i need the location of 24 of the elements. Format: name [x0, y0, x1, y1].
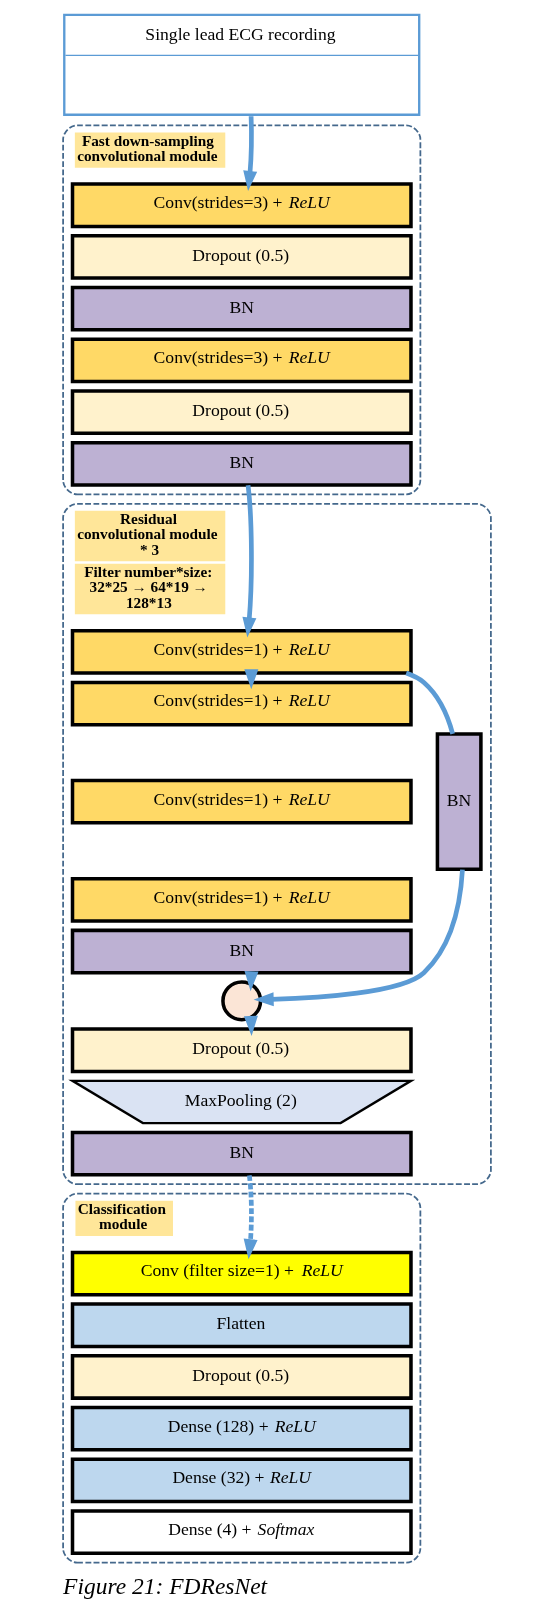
node-box: Dense (128) + ReLU — [70, 1405, 413, 1452]
node-box: BN — [70, 1130, 413, 1177]
node-box: Conv(strides=3) + ReLU — [70, 337, 413, 384]
arrow — [243, 1175, 258, 1260]
node-box: Conv(strides=1) + ReLU — [70, 680, 413, 727]
node-box: Dense (32) + ReLU — [70, 1457, 413, 1504]
node-box: Dense (4) + Softmax — [70, 1509, 413, 1556]
arrow — [253, 869, 465, 1007]
node-box: Conv(strides=1) + ReLU — [70, 876, 413, 923]
arrow — [241, 484, 256, 638]
node-box: Conv (filter size=1) + ReLU — [70, 1250, 413, 1297]
node-box: Dropout (0.5) — [70, 1354, 413, 1400]
node-box: Dropout (0.5) — [70, 1027, 413, 1074]
node-box: BN — [70, 285, 413, 332]
node-box: BN — [70, 440, 413, 487]
node-box: Dropout (0.5) — [70, 234, 413, 280]
node-box: Flatten — [70, 1302, 413, 1349]
arrow — [242, 116, 257, 192]
connector — [404, 670, 455, 735]
node-box: Dropout (0.5) — [70, 389, 413, 435]
node-box: Conv(strides=1) + ReLU — [70, 778, 413, 825]
node-box: BN — [435, 732, 483, 872]
node-box: Conv(strides=3) + ReLU — [70, 182, 413, 229]
caption: Figure 21: FDResNet — [62, 1573, 267, 1600]
